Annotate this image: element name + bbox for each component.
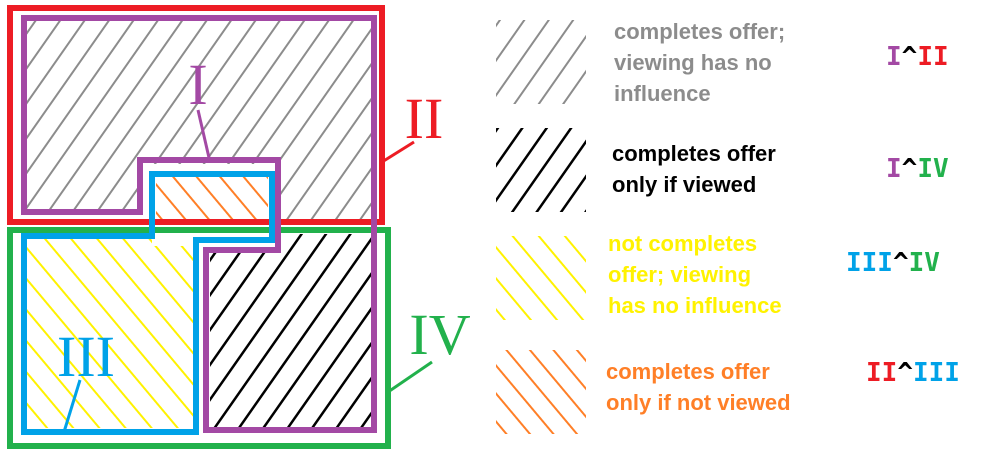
region-III-label: III xyxy=(57,324,115,389)
legend-combo-orange: II^III xyxy=(866,358,960,388)
combo-part: I xyxy=(886,42,902,72)
combo-part: ^ xyxy=(901,42,918,72)
combo-part: III xyxy=(912,358,960,388)
region-gray-hatch xyxy=(24,20,372,222)
legend-combo-yellow: III^IV xyxy=(846,248,940,278)
combo-part: ^ xyxy=(892,248,909,278)
combo-part: III xyxy=(846,248,893,278)
legend-text-yellow: not completes offer; viewing has no infl… xyxy=(608,231,782,318)
combo-part: ^ xyxy=(901,154,918,184)
region-II-border xyxy=(7,5,385,225)
region-I-border xyxy=(21,15,377,433)
region-III-border xyxy=(21,171,275,435)
legend-swatch-yellow xyxy=(496,236,586,320)
combo-part: IV xyxy=(917,154,949,184)
leader-line-I xyxy=(196,109,212,163)
combo-part: IV xyxy=(908,248,940,278)
legend-swatch-gray xyxy=(496,20,586,104)
combo-part: I xyxy=(886,154,902,184)
combo-part: II xyxy=(917,42,949,72)
region-orange-hatch xyxy=(156,176,268,220)
leader-line-III xyxy=(62,379,82,433)
legend-text-gray: completes offer; viewing has no influenc… xyxy=(614,19,786,106)
legend-swatch-black xyxy=(496,128,586,212)
legend-combo-black: I^IV xyxy=(886,154,949,184)
region-II-label: II xyxy=(405,86,444,151)
region-I-label: I xyxy=(188,52,207,117)
region-IV-border xyxy=(7,227,391,449)
leader-line-II xyxy=(381,140,415,164)
legend-combo-gray: I^II xyxy=(886,42,949,72)
region-black-hatch xyxy=(210,234,372,430)
legend-swatch-orange xyxy=(496,350,586,434)
combo-part: ^ xyxy=(897,358,913,388)
leader-line-IV xyxy=(387,360,433,394)
combo-part: II xyxy=(866,358,898,388)
region-yellow-hatch xyxy=(24,236,194,428)
legend-text-black: completes offer only if viewed xyxy=(612,141,776,197)
legend-text-orange: completes offer only if not viewed xyxy=(606,359,791,415)
region-IV-label: IV xyxy=(409,302,470,367)
